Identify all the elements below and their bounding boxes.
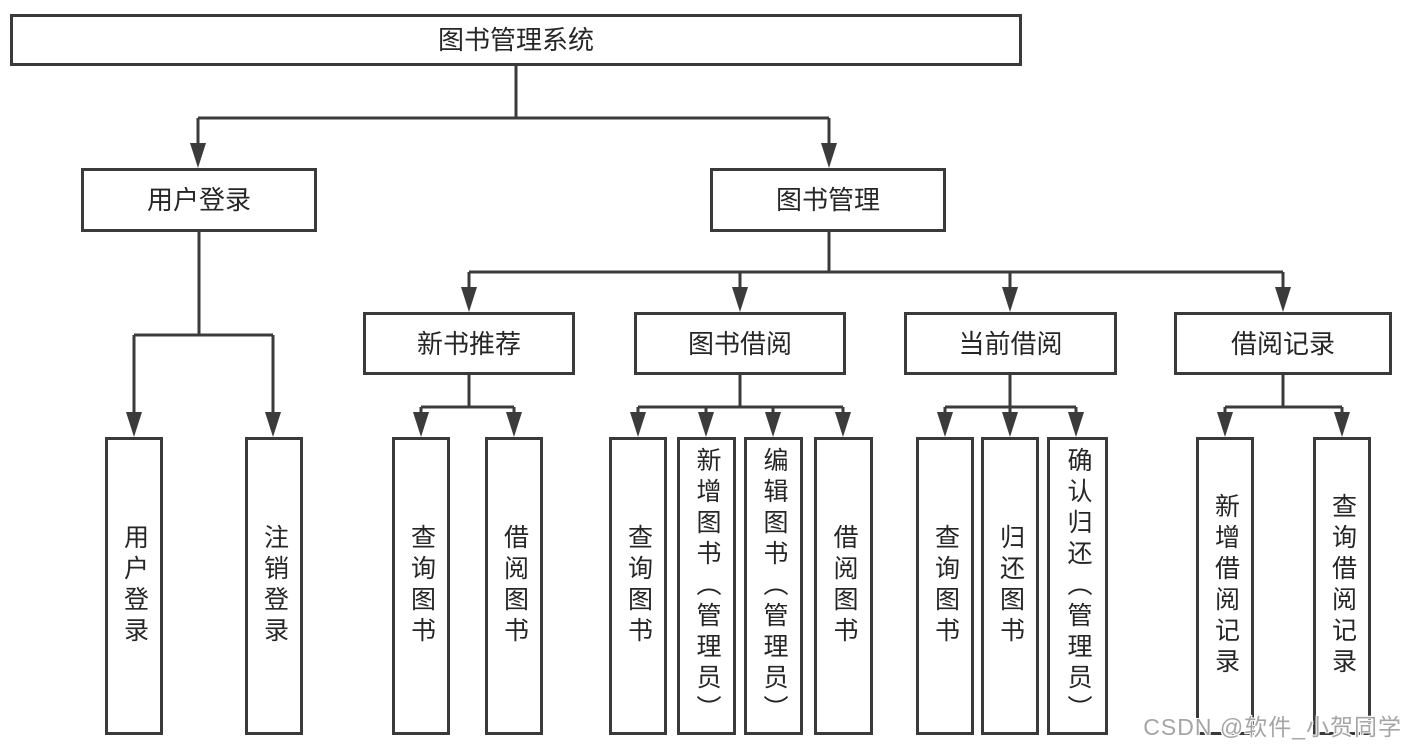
leaf-query-books-borrowing: 查询图书 <box>609 437 667 735</box>
node-book-borrowing: 图书借阅 <box>634 312 846 375</box>
leaf-confirm-return-admin-label: 确认归还（管理员） <box>1064 446 1092 726</box>
leaf-query-books-recommend: 查询图书 <box>392 437 450 735</box>
node-user-login-label: 用户登录 <box>146 185 251 215</box>
leaf-borrow-books-recommend: 借阅图书 <box>485 437 543 735</box>
leaf-borrow-books-recommend-label: 借阅图书 <box>500 524 529 648</box>
leaf-add-book-admin: 新增图书（管理员） <box>677 437 736 735</box>
leaf-query-books-current-label: 查询图书 <box>931 524 960 648</box>
leaf-logout: 注销登录 <box>245 437 303 735</box>
leaf-query-borrow-record: 查询借阅记录 <box>1313 437 1371 735</box>
leaf-query-books-current: 查询图书 <box>916 437 974 735</box>
node-book-borrowing-label: 图书借阅 <box>687 328 792 359</box>
leaf-confirm-return-admin: 确认归还（管理员） <box>1047 437 1108 735</box>
leaf-logout-label: 注销登录 <box>260 524 289 648</box>
node-root: 图书管理系统 <box>10 14 1022 66</box>
node-new-book-recommendation: 新书推荐 <box>363 312 575 375</box>
node-current-borrowing: 当前借阅 <box>904 312 1117 375</box>
arrowheads <box>126 143 1350 437</box>
leaf-query-borrow-record-label: 查询借阅记录 <box>1328 493 1357 679</box>
watermark: CSDN @软件_小贺同学 <box>1143 714 1402 740</box>
leaf-return-book: 归还图书 <box>981 437 1039 735</box>
leaf-add-borrow-record-label: 新增借阅记录 <box>1211 493 1240 679</box>
node-book-management-label: 图书管理 <box>775 185 880 215</box>
leaf-query-books-borrowing-label: 查询图书 <box>624 524 653 648</box>
node-current-borrowing-label: 当前借阅 <box>958 328 1063 359</box>
leaf-add-book-admin-label: 新增图书（管理员） <box>693 446 721 726</box>
node-root-label: 图书管理系统 <box>437 25 594 55</box>
leaf-borrow-books-borrowing-label: 借阅图书 <box>830 524 858 648</box>
leaf-borrow-books-borrowing: 借阅图书 <box>814 437 873 735</box>
leaf-user-login-label: 用户登录 <box>120 524 149 648</box>
node-book-management: 图书管理 <box>710 168 946 232</box>
node-borrowing-records-label: 借阅记录 <box>1230 328 1335 359</box>
node-borrowing-records: 借阅记录 <box>1174 312 1392 375</box>
leaf-edit-book-admin-label: 编辑图书（管理员） <box>760 446 788 726</box>
leaf-edit-book-admin: 编辑图书（管理员） <box>744 437 803 735</box>
leaf-query-books-recommend-label: 查询图书 <box>407 524 436 648</box>
leaf-user-login: 用户登录 <box>105 437 163 735</box>
leaf-add-borrow-record: 新增借阅记录 <box>1196 437 1254 735</box>
leaf-return-book-label: 归还图书 <box>996 524 1025 648</box>
node-new-book-recommendation-label: 新书推荐 <box>416 328 521 359</box>
node-user-login: 用户登录 <box>81 168 317 232</box>
